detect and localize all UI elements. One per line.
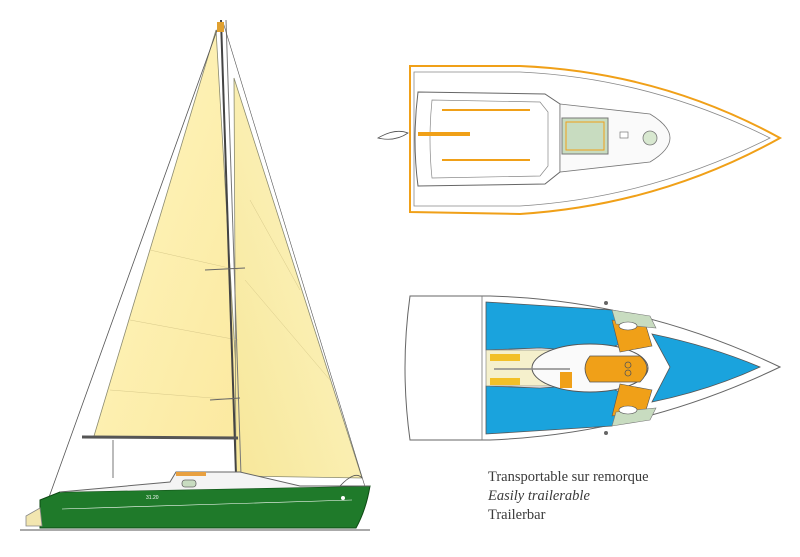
backstay <box>222 21 367 491</box>
hull-name-mark: 31.20 <box>146 495 159 501</box>
genoa-sail <box>93 29 241 439</box>
caption-english: Easily trailerable <box>488 488 590 504</box>
sail-seams <box>109 199 331 401</box>
cabin <box>59 471 370 493</box>
cabin-window <box>181 479 197 488</box>
cabin-trim <box>176 472 206 476</box>
side-profile: 31.20 <box>20 19 371 531</box>
main-sail <box>233 77 363 479</box>
trailer-caption: Transportable sur remorque Easily traile… <box>488 468 649 525</box>
boom <box>81 435 239 440</box>
deck-plan <box>376 65 783 216</box>
forestay <box>47 21 221 501</box>
v-berth-cushion <box>651 333 761 403</box>
caption-french: Transportable sur remorque <box>488 469 649 485</box>
cockpit <box>414 91 561 187</box>
main-hatch <box>561 117 609 155</box>
galley-unit <box>584 355 648 383</box>
masthead-fitting <box>217 22 224 32</box>
transom-fitting <box>376 130 409 140</box>
forward-hatch <box>642 130 658 146</box>
mast <box>220 19 237 476</box>
caption-german: Trailerbar <box>488 507 546 523</box>
rudder <box>25 507 43 527</box>
interior-plan <box>404 295 782 441</box>
hull <box>39 485 371 529</box>
